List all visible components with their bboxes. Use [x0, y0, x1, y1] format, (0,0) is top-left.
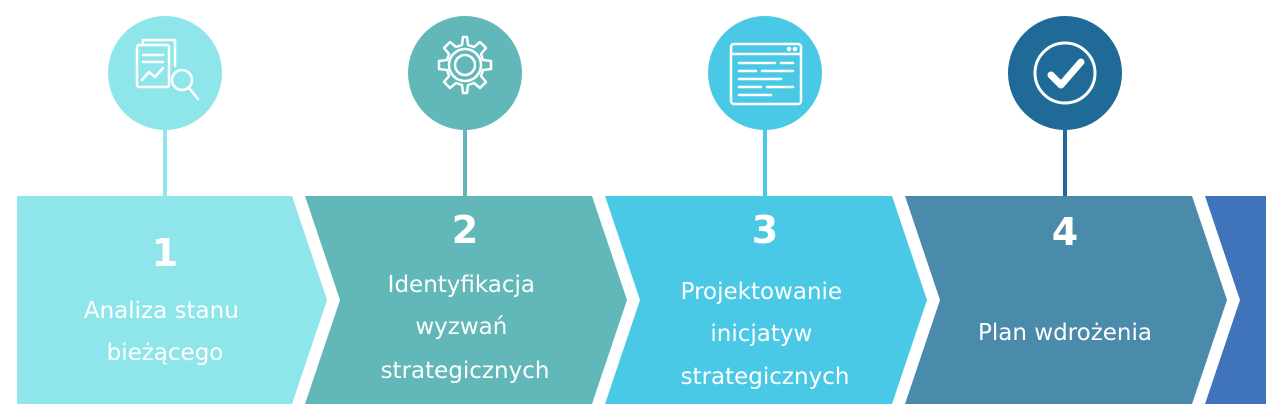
- document-analysis-icon: [135, 38, 200, 101]
- step-1-label-line-1: Analiza stanu: [84, 298, 239, 324]
- step-1-label: Analiza stanu bieżącego: [84, 298, 246, 366]
- step-3-band: [605, 196, 927, 404]
- step-3-label: Projektowanie inicjatyw strategicznych: [681, 279, 850, 390]
- gear-icon: [437, 35, 493, 95]
- step-3-circle: [708, 16, 822, 130]
- step-4-circle: [1008, 16, 1122, 130]
- step-4-band: [905, 196, 1227, 404]
- step-4: 4 Plan wdrożenia: [905, 16, 1227, 404]
- step-2-label: Identyfikacja wyzwań strategicznych: [381, 272, 550, 384]
- browser-window-icon: [729, 42, 803, 106]
- step-3-label-line-1: Projektowanie: [681, 279, 842, 305]
- step-3-number: 3: [752, 208, 778, 252]
- step-2-label-line-2: wyzwań: [415, 314, 507, 340]
- step-2-label-line-3: strategicznych: [381, 358, 550, 384]
- checkmark-icon: [1033, 41, 1097, 105]
- step-3-label-line-2: inicjatyw: [710, 321, 812, 347]
- step-4-number: 4: [1052, 210, 1078, 254]
- step-2: 2 Identyfikacja wyzwań strategicznych: [305, 16, 627, 404]
- step-1-circle: [108, 16, 222, 130]
- step-2-number: 2: [452, 208, 478, 252]
- step-1: 1 Analiza stanu bieżącego: [17, 16, 327, 404]
- step-1-band: [17, 196, 327, 404]
- step-3: 3 Projektowanie inicjatyw strategicznych: [605, 16, 927, 404]
- step-4-label: Plan wdrożenia: [978, 320, 1152, 346]
- step-2-label-line-1: Identyfikacja: [388, 272, 535, 298]
- tail-chevron: [1205, 196, 1266, 404]
- step-1-label-line-2: bieżącego: [107, 340, 224, 366]
- step-3-label-line-3: strategicznych: [681, 364, 850, 390]
- step-2-circle: [408, 16, 522, 130]
- step-1-number: 1: [152, 231, 178, 275]
- step-2-band: [305, 196, 627, 404]
- step-4-label-line-1: Plan wdrożenia: [978, 320, 1152, 346]
